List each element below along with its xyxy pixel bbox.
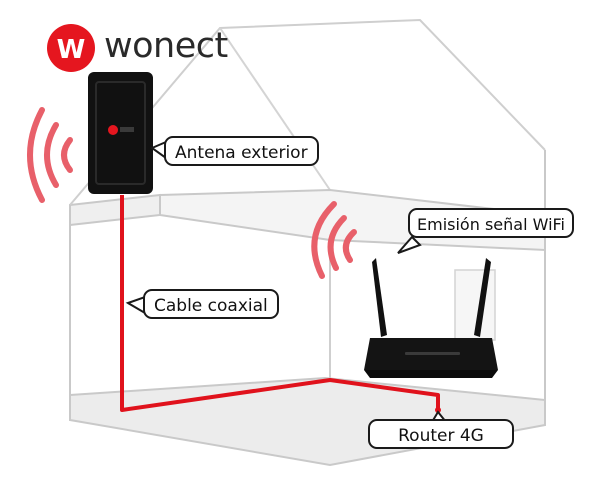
coaxial-cable	[120, 195, 440, 412]
wifi-signal-icon	[311, 201, 357, 279]
router-4g-icon	[364, 258, 498, 378]
cable-end-dot	[435, 407, 441, 413]
cable-label: Cable coaxial	[143, 289, 279, 319]
antenna-label: Antena exterior	[164, 136, 319, 166]
router-label: Router 4G	[368, 419, 514, 449]
logo-letter: W	[57, 35, 86, 65]
wifi-label: Emisión señal WiFi	[408, 208, 574, 238]
house-left-wall	[69, 193, 161, 227]
brand-name: wonect	[104, 26, 228, 66]
wifi-callout-pointer	[397, 235, 422, 254]
wonect-logo-icon: W	[47, 24, 95, 72]
antenna-signal-icon	[27, 107, 73, 203]
outdoor-antenna-icon	[88, 72, 153, 194]
